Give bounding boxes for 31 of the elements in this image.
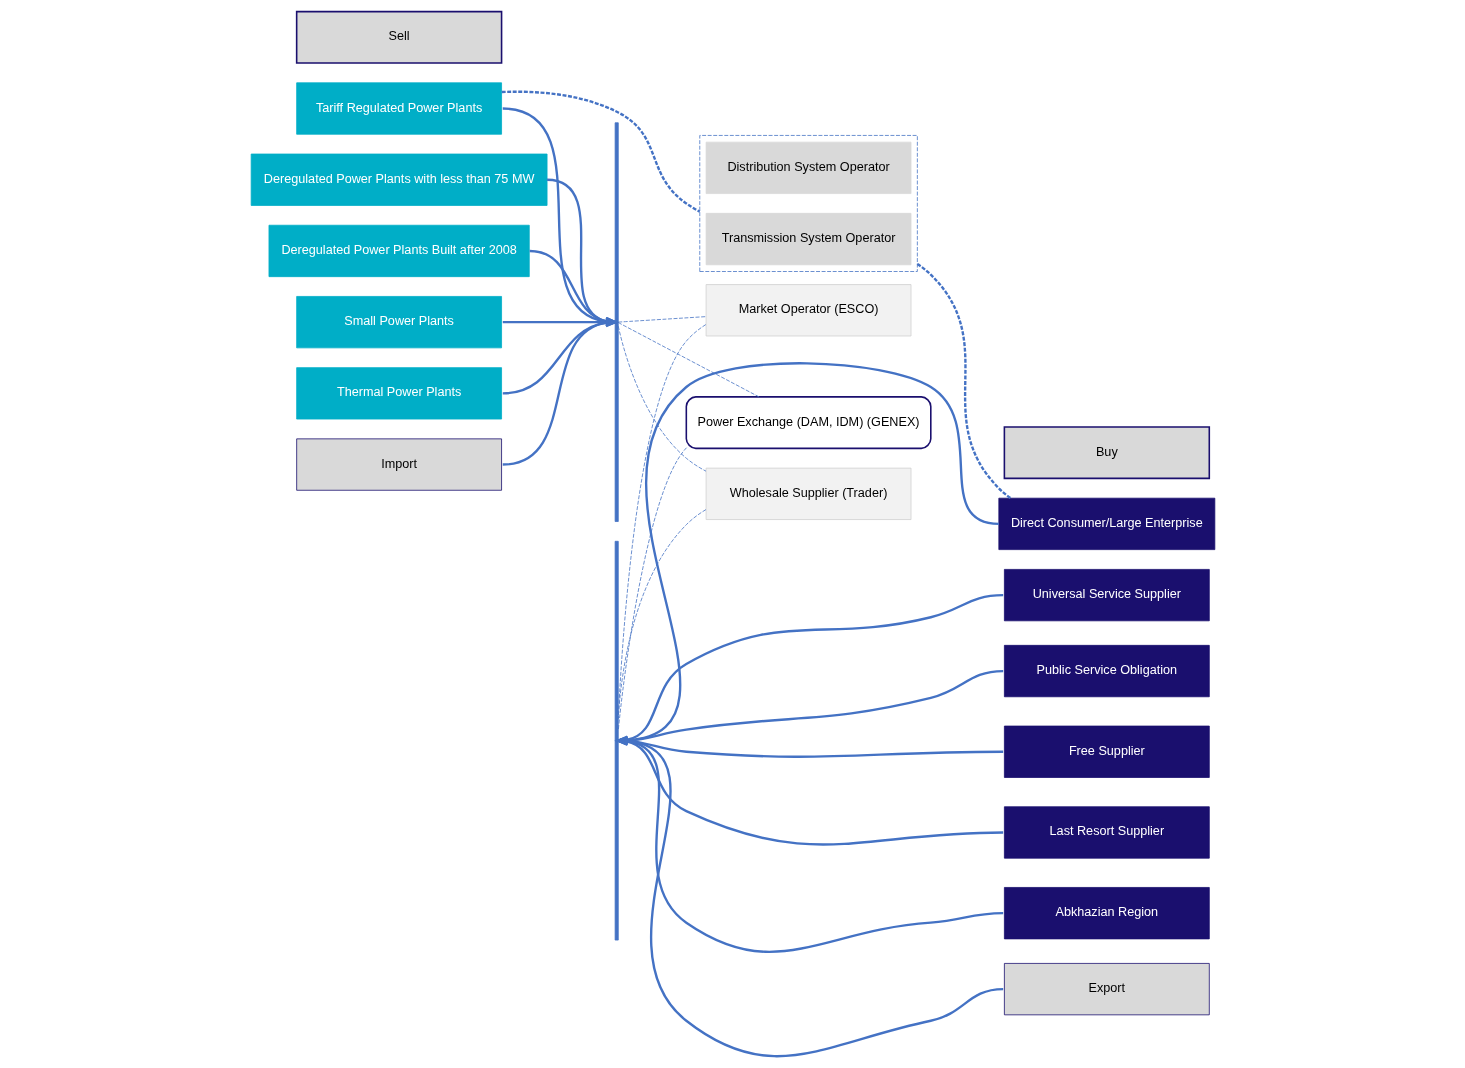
cluster bbox=[698, 135, 918, 272]
connector bbox=[617, 509, 706, 719]
connector bbox=[916, 262, 1011, 500]
node-box: Tariff Regulated Power Plants bbox=[295, 82, 502, 135]
node-bar bbox=[614, 122, 619, 522]
node-box: Distribution System Operator bbox=[705, 141, 911, 194]
node-box: Deregulated Power Plants Built after 2008 bbox=[268, 224, 530, 278]
node-box: Last Resort Supplier bbox=[1003, 806, 1210, 859]
node-box: Transmission System Operator bbox=[705, 212, 911, 266]
node-box: Deregulated Power Plants with less than 75 MW bbox=[250, 153, 547, 206]
node-box: Direct Consumer/Large Enterprise bbox=[997, 497, 1215, 550]
connector bbox=[501, 90, 700, 213]
node-box: Import bbox=[295, 438, 502, 491]
node-box: Abkhazian Region bbox=[1003, 887, 1210, 940]
node-box: Free Supplier bbox=[1003, 725, 1210, 778]
node-bar bbox=[614, 540, 619, 941]
node-box: Wholesale Supplier (Trader) bbox=[705, 467, 911, 520]
connector bbox=[617, 322, 759, 398]
connector bbox=[617, 316, 706, 323]
connector bbox=[617, 324, 706, 720]
node-box: Export bbox=[1003, 963, 1210, 1016]
node-box: Public Service Obligation bbox=[1003, 644, 1210, 698]
node-box: Small Power Plants bbox=[295, 296, 502, 349]
connector bbox=[617, 325, 706, 472]
connector bbox=[617, 447, 687, 731]
node-box: Market Operator (ESCO) bbox=[705, 284, 911, 337]
node-box: Universal Service Supplier bbox=[1003, 569, 1210, 622]
node-box: Sell bbox=[295, 10, 502, 64]
node-box: Power Exchange (DAM, IDM) (GENEX) bbox=[685, 396, 932, 450]
node-box: Thermal Power Plants bbox=[295, 367, 502, 420]
node-box: Buy bbox=[1003, 426, 1210, 480]
